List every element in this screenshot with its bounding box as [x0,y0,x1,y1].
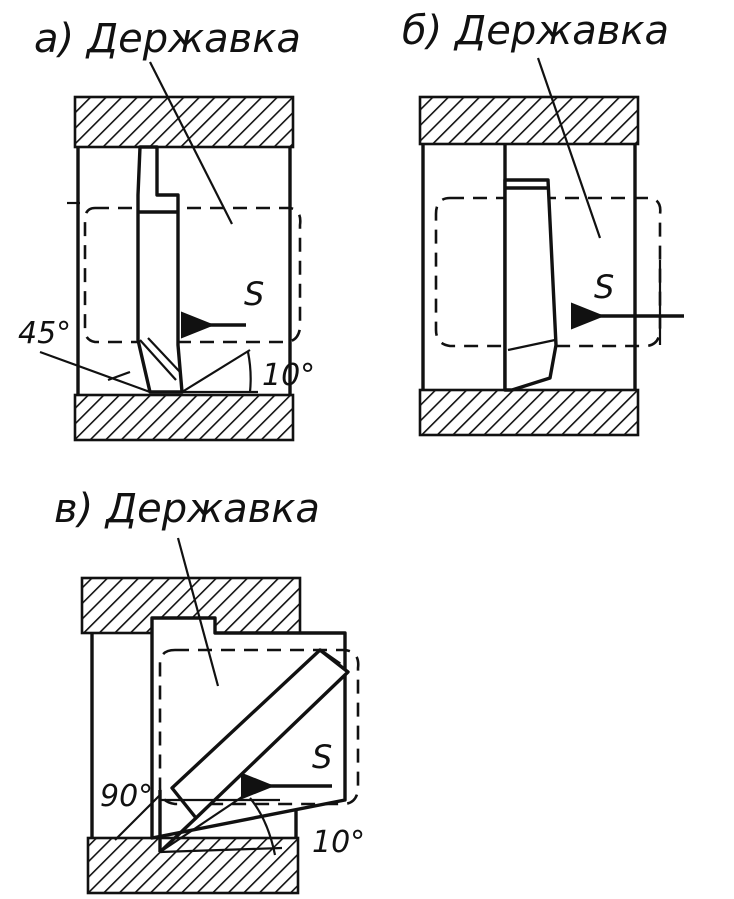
panel-v-cutter-tip [319,648,341,666]
panel-b: б) Державка S [402,8,684,437]
panel-v-cutter-shank [158,816,198,854]
panel-b-holder-outline [434,196,662,348]
panel-a-45-leader [39,350,151,394]
panel-v-label: в) Державка [54,486,320,532]
panel-a-feed-label: S [244,275,264,313]
panel-a-label: а) Державка [34,16,301,62]
panel-a-angle-10: 10° [262,358,315,393]
panel-a-angle-45: 45° [18,316,71,351]
panel-v-holder-outline [158,648,360,806]
panel-b-label: б) Державка [402,8,669,54]
panel-v-angle-90: 90° [100,779,153,814]
panel-v-angle-10: 10° [312,825,365,860]
panel-v-10-base [159,846,283,854]
panel-a-cutter-chamfer-2 [147,337,181,373]
panel-b-feed-label: S [594,268,614,306]
panel-b-top-wall [418,95,640,146]
panel-a-cutter-chamfer [139,339,177,381]
panel-v-90-leader [114,794,161,841]
panel-b-leader-line [536,57,602,239]
panel-a-cutter [136,145,184,394]
panel-a-10-arc [246,351,252,393]
panel-a-holder-outline [83,206,302,344]
panel-b-bottom-wall [418,388,640,437]
panel-a-bottom-wall [73,393,295,442]
panel-v-cutter [170,648,350,820]
panel-v-leader-line [176,537,220,687]
panel-a-10-line [181,349,251,393]
panel-v-feed-label: S [312,738,332,776]
panel-a-top-wall [73,95,295,149]
panel-v-bottom-wall [86,836,300,895]
panel-a: а) Державка 45° 10° S [18,16,315,442]
panel-b-cutter [503,178,558,392]
panel-b-cutter-chamfer [507,338,556,352]
panel-v-10-line [159,794,246,853]
panel-v: в) Державка 90° 10° S [54,486,365,895]
panel-a-45-arc [107,370,131,382]
panel-v-10-arc [249,797,277,856]
panel-a-leader-line [149,61,233,225]
